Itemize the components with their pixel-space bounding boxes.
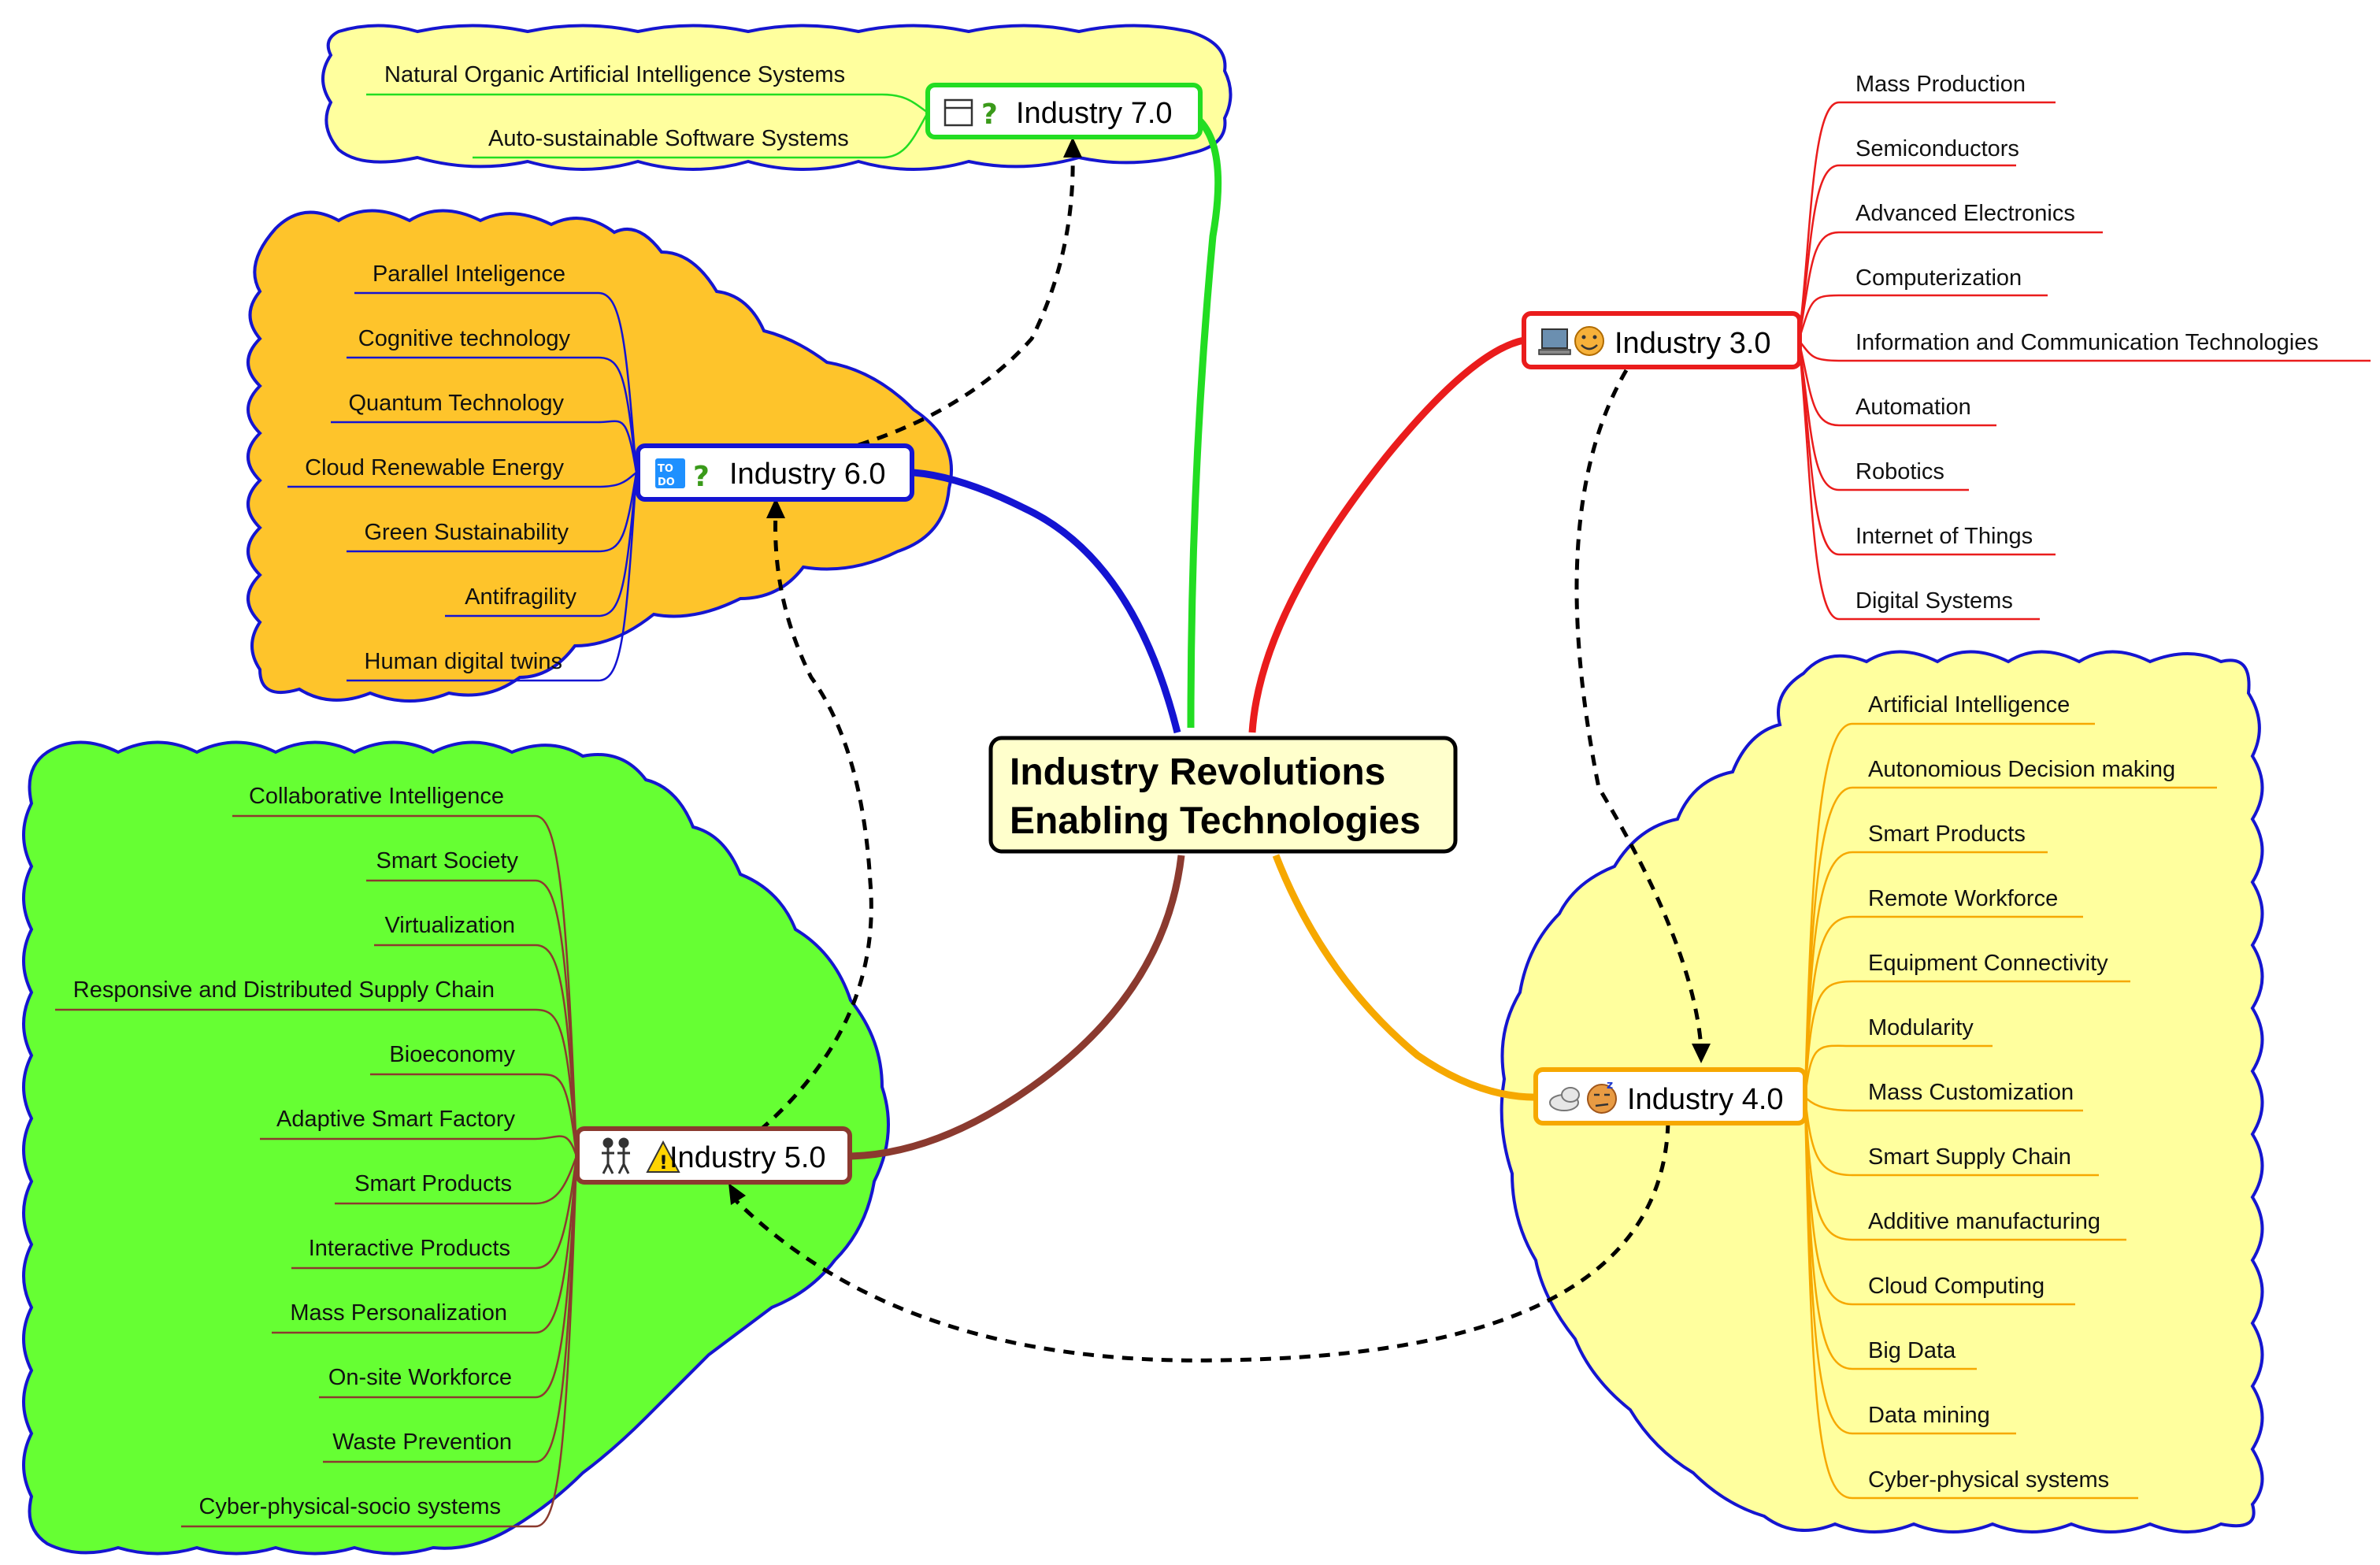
arrowhead-7 xyxy=(1063,137,1082,158)
leaf: Antifragility xyxy=(465,584,576,610)
question-icon: ? xyxy=(693,461,710,493)
sequence-arrows xyxy=(728,137,1711,1363)
leaf: Big Data xyxy=(1868,1338,1956,1363)
leaf: Green Sustainability xyxy=(364,520,569,545)
node-industry-5-label: Industry 5.0 xyxy=(669,1141,826,1174)
leaf: Natural Organic Artificial Intelligence … xyxy=(384,62,845,87)
cloud-industry-6 xyxy=(247,209,953,703)
people-icon xyxy=(602,1137,630,1174)
node-industry-4-label: Industry 4.0 xyxy=(1627,1083,1784,1116)
leaf: Information and Communication Technologi… xyxy=(1855,330,2319,355)
node-industry-3[interactable]: Industry 3.0 xyxy=(1522,311,1802,369)
leaf: Semiconductors xyxy=(1855,136,2019,161)
window-icon xyxy=(943,98,973,127)
cloud-industry-4 xyxy=(1500,650,2264,1533)
svg-text:z: z xyxy=(1607,1079,1613,1092)
leaf: Artificial Intelligence xyxy=(1868,692,2070,718)
leaf: Digital Systems xyxy=(1855,588,2013,614)
branch-industry-4 xyxy=(1272,854,1540,1101)
leaf: Parallel Inteligence xyxy=(373,261,565,287)
central-topic[interactable]: Industry Revolutions Enabling Technologi… xyxy=(988,736,1458,854)
leaf: Interactive Products xyxy=(309,1236,510,1261)
leaf: On-site Workforce xyxy=(328,1365,512,1390)
leaf: Cognitive technology xyxy=(358,326,571,351)
leaf-connectors xyxy=(55,93,2371,1528)
svg-text:TO: TO xyxy=(658,463,673,475)
leaf: Smart Products xyxy=(354,1171,512,1196)
node-industry-6-label: Industry 6.0 xyxy=(729,458,886,491)
branch-industry-5 xyxy=(850,855,1185,1160)
leaf: Internet of Things xyxy=(1855,524,2033,549)
leaf: Smart Products xyxy=(1868,821,2026,847)
leaf: Smart Supply Chain xyxy=(1868,1144,2071,1170)
node-industry-4[interactable]: z Industry 4.0 xyxy=(1533,1067,1807,1126)
arrow-3-to-4 xyxy=(1574,369,1703,1048)
computer-icon xyxy=(1538,328,1571,355)
leaf: Automation xyxy=(1855,395,1971,420)
leaf: Quantum Technology xyxy=(348,391,564,416)
branch-industry-3 xyxy=(1248,336,1525,733)
leaf: Auto-sustainable Software Systems xyxy=(488,126,849,151)
leaves-industry-3: Mass Production Semiconductors Advanced … xyxy=(1855,72,2319,614)
leaf: Bioeconomy xyxy=(389,1042,515,1067)
leaf: Equipment Connectivity xyxy=(1868,951,2108,976)
central-topic-line2: Enabling Technologies xyxy=(1010,800,1421,842)
arrow-5-to-6 xyxy=(758,511,873,1132)
svg-text:DO: DO xyxy=(658,477,675,488)
question-icon: ? xyxy=(981,98,998,131)
arrowhead-4 xyxy=(1692,1044,1711,1063)
leaf: Cloud Computing xyxy=(1868,1274,2045,1299)
leaf: Human digital twins xyxy=(365,649,562,674)
leaves-industry-6: Parallel Inteligence Cognitive technolog… xyxy=(305,261,576,674)
leaves-industry-7: Natural Organic Artificial Intelligence … xyxy=(384,62,849,151)
branch-industry-6 xyxy=(913,469,1181,734)
leaf: Computerization xyxy=(1855,265,2022,291)
node-industry-6[interactable]: TO DO ? Industry 6.0 xyxy=(636,443,914,502)
arrowhead-6 xyxy=(766,498,785,518)
leaf: Mass Customization xyxy=(1868,1080,2074,1105)
arrow-6-to-7 xyxy=(858,153,1075,447)
leaf: Collaborative Intelligence xyxy=(249,784,504,809)
arrowhead-5 xyxy=(728,1183,746,1205)
leaf: Responsive and Distributed Supply Chain xyxy=(73,977,495,1003)
cloud-icon xyxy=(1549,1087,1580,1111)
leaf: Mass Personalization xyxy=(290,1300,507,1326)
leaf: Data mining xyxy=(1868,1403,1990,1428)
leaf: Waste Prevention xyxy=(332,1430,512,1455)
leaf: Additive manufacturing xyxy=(1868,1209,2100,1234)
node-industry-7-label: Industry 7.0 xyxy=(1016,97,1173,130)
leaves-industry-4: Artificial Intelligence Autonomious Deci… xyxy=(1868,692,2175,1493)
smiley-icon xyxy=(1574,326,1604,356)
node-industry-7[interactable]: ? Industry 7.0 xyxy=(925,83,1203,139)
thinking-face-icon: z xyxy=(1587,1079,1617,1114)
warning-icon: ! xyxy=(646,1140,680,1174)
node-industry-5[interactable]: ! Industry 5.0 xyxy=(575,1126,852,1185)
node-industry-3-label: Industry 3.0 xyxy=(1614,327,1771,360)
leaf: Smart Society xyxy=(376,848,519,873)
central-topic-line1: Industry Revolutions xyxy=(1010,751,1385,793)
todo-icon: TO DO xyxy=(655,458,685,488)
leaf: Cyber-physical systems xyxy=(1868,1467,2109,1493)
arrow-4-to-5 xyxy=(735,1122,1670,1363)
leaf: Mass Production xyxy=(1855,72,2026,97)
leaf: Robotics xyxy=(1855,459,1944,484)
leaf: Advanced Electronics xyxy=(1855,201,2075,226)
cloud-industry-5 xyxy=(22,740,890,1556)
leaves-industry-5: Collaborative Intelligence Smart Society… xyxy=(73,784,519,1519)
leaf: Cloud Renewable Energy xyxy=(305,455,564,480)
leaf: Cyber-physical-socio systems xyxy=(198,1494,501,1519)
leaf: Modularity xyxy=(1868,1015,1974,1040)
leaf: Adaptive Smart Factory xyxy=(276,1107,515,1132)
branch-industry-7 xyxy=(1187,115,1222,729)
leaf: Virtualization xyxy=(384,913,515,938)
svg-text:!: ! xyxy=(659,1151,668,1174)
branches xyxy=(850,115,1540,1160)
leaf: Autonomious Decision making xyxy=(1868,757,2175,782)
leaf: Remote Workforce xyxy=(1868,886,2058,911)
